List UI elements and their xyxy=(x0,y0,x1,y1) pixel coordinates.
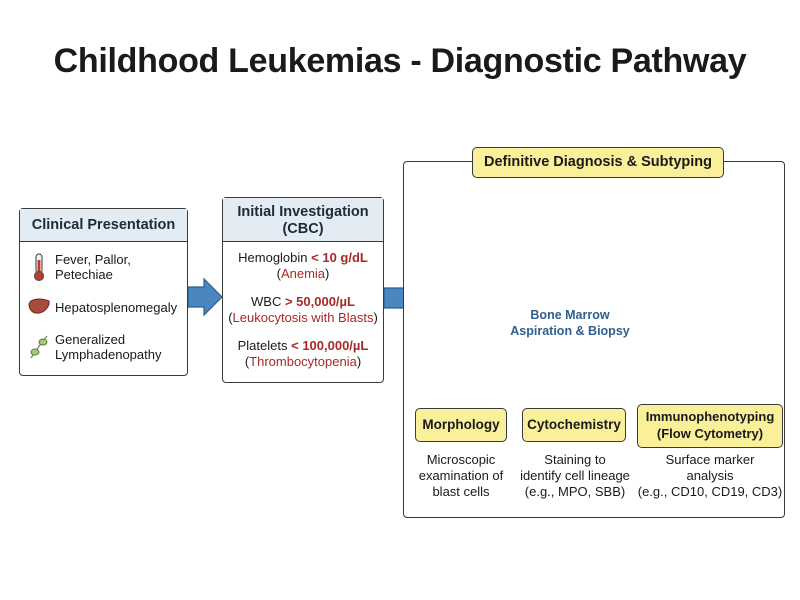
immunophenotyping-description: Surface marker analysis (e.g., CD10, CD1… xyxy=(637,452,783,499)
morphology-description: Microscopic examination of blast cells xyxy=(418,452,504,499)
symptom-fever-text: Fever, Pallor, Petechiae xyxy=(55,252,131,282)
cbc-platelets: Platelets < 100,000/µL (Thrombocytopenia… xyxy=(223,338,383,370)
hemoglobin-note-close: ) xyxy=(325,266,330,281)
platelets-note-open: ( xyxy=(244,354,250,369)
diagram-title: Childhood Leukemias - Diagnostic Pathway xyxy=(53,42,747,80)
symptom-lymphadenopathy: Generalized Lymphadenopathy xyxy=(20,332,187,362)
hemoglobin-value: < 10 g/dL xyxy=(311,250,368,265)
hemoglobin-note-open: ( xyxy=(276,266,281,281)
initial-investigation-header-line2: (CBC) xyxy=(282,221,324,237)
cytochemistry-description: Staining to identify cell lineage (e.g.,… xyxy=(520,452,630,499)
platelets-value: < 100,000/µL xyxy=(291,338,369,353)
platelets-label: Platelets xyxy=(237,338,292,353)
platelets-note-close: ) xyxy=(356,354,362,369)
lymph-node-icon xyxy=(30,335,48,359)
definitive-diagnosis-panel xyxy=(403,161,785,518)
cytochemistry-tag: Cytochemistry xyxy=(522,408,626,442)
wbc-note-open: ( xyxy=(228,310,233,325)
liver-icon xyxy=(28,298,50,314)
wbc-label: WBC xyxy=(251,294,285,309)
wbc-note-close: ) xyxy=(373,310,378,325)
symptom-hepatosplenomegaly-text: Hepatosplenomegaly xyxy=(55,299,178,315)
symptom-fever: Fever, Pallor, Petechiae xyxy=(20,252,187,282)
symptom-lymphadenopathy-text: Generalized Lymphadenopathy xyxy=(55,332,162,362)
immunophenotyping-tag-line1: Immunophenotyping xyxy=(645,409,775,424)
hemoglobin-note: Anemia xyxy=(280,266,326,281)
wbc-value: > 50,000/µL xyxy=(284,294,355,309)
definitive-diagnosis-header: Definitive Diagnosis & Subtyping xyxy=(472,147,724,178)
cbc-hemoglobin: Hemoglobin < 10 g/dL (Anemia) xyxy=(223,250,383,282)
initial-investigation-header: Initial Investigation (CBC) xyxy=(223,198,383,242)
clinical-presentation-box: Clinical Presentation Fever, Pallor, Pet… xyxy=(19,208,188,376)
clinical-presentation-header: Clinical Presentation xyxy=(20,209,187,242)
cbc-wbc: WBC > 50,000/µL (Leukocytosis with Blast… xyxy=(223,294,383,326)
initial-investigation-header-line1: Initial Investigation xyxy=(237,204,369,220)
thermometer-icon xyxy=(33,253,45,282)
wbc-note: Leukocytosis with Blasts xyxy=(232,310,374,325)
immunophenotyping-tag: Immunophenotyping (Flow Cytometry) xyxy=(637,404,783,448)
bone-marrow-label-line1: Bone Marrow xyxy=(530,308,610,322)
bone-marrow-procedure-label: Bone Marrow Aspiration & Biopsy xyxy=(490,307,650,339)
bone-marrow-label-line2: Aspiration & Biopsy xyxy=(510,324,630,338)
symptom-hepatosplenomegaly: Hepatosplenomegaly xyxy=(20,292,187,322)
morphology-tag: Morphology xyxy=(415,408,507,442)
initial-investigation-box: Initial Investigation (CBC) Hemoglobin <… xyxy=(222,197,384,383)
arrow-clinical-to-cbc xyxy=(187,277,223,317)
platelets-note: Thrombocytopenia xyxy=(249,354,357,369)
immunophenotyping-tag-line2: (Flow Cytometry) xyxy=(656,426,764,441)
hemoglobin-label: Hemoglobin xyxy=(238,250,312,265)
